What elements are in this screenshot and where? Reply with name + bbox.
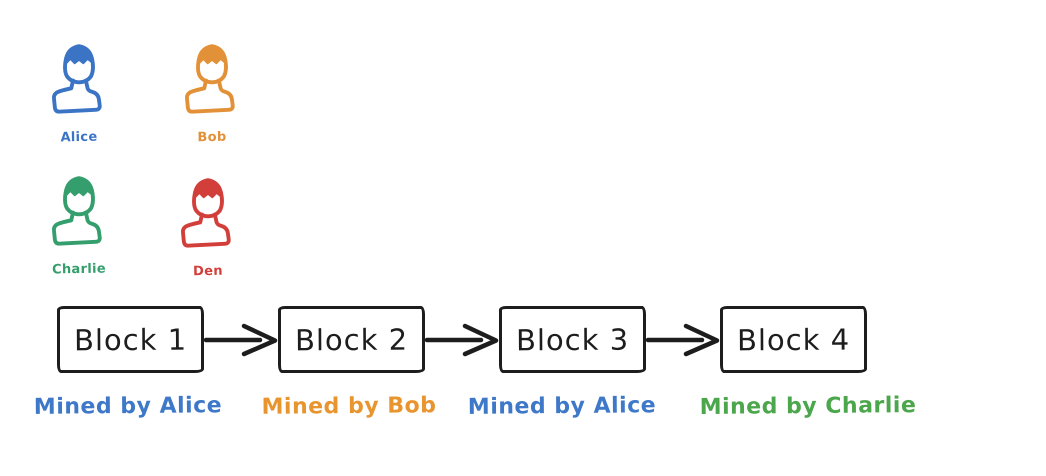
person-icon (51, 44, 102, 114)
participant-name: Den (192, 263, 224, 280)
arrow-icon (425, 323, 499, 356)
block-label: Block 4 (736, 322, 851, 357)
participant-den: Den (173, 175, 243, 279)
block-label: Block 1 (73, 322, 188, 357)
arrow-icon (204, 323, 278, 356)
block-label: Block 3 (515, 322, 630, 357)
participant-name: Bob (197, 129, 227, 146)
participant-charlie: Charlie (44, 173, 114, 277)
miner-caption-block-4: Mined by Charlie (699, 393, 917, 420)
participant-name: Alice (60, 129, 98, 146)
block-2: Block 2 (278, 306, 425, 373)
participant-alice: Alice (44, 41, 114, 145)
block-label: Block 2 (294, 322, 409, 357)
participant-name: Charlie (51, 261, 107, 278)
person-icon (184, 44, 235, 114)
block-4: Block 4 (720, 306, 867, 373)
person-icon (180, 178, 231, 248)
person-icon (51, 176, 102, 246)
block-3: Block 3 (499, 306, 646, 373)
arrow-icon (646, 323, 720, 356)
block-1: Block 1 (57, 306, 204, 373)
participant-bob: Bob (177, 41, 247, 145)
blockchain-row: Block 1 Block 2 Block 3 Block 4 (57, 306, 867, 373)
